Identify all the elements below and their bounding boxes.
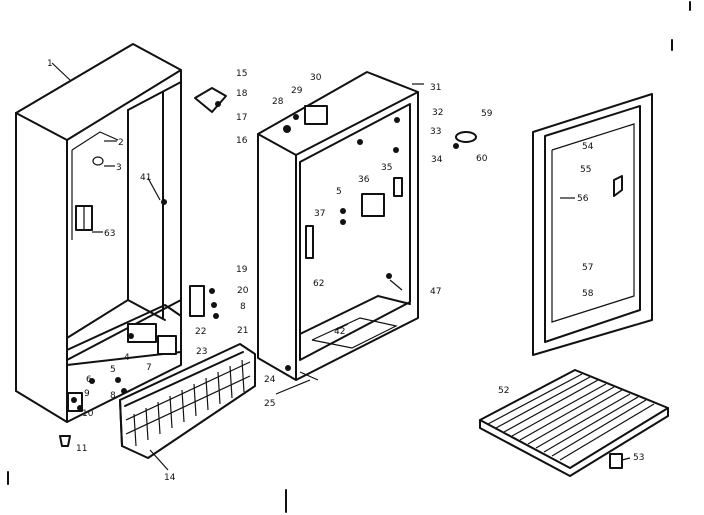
- callout-1: 1: [47, 59, 53, 69]
- callout-52: 52: [498, 386, 509, 396]
- callout-62: 62: [313, 279, 324, 289]
- callout-32: 32: [432, 108, 443, 118]
- callout-19: 19: [236, 265, 248, 275]
- callout-42: 42: [334, 327, 345, 337]
- callout-25: 25: [264, 399, 275, 409]
- callout-15: 15: [236, 69, 247, 79]
- callout-53: 53: [633, 453, 644, 463]
- callout-58: 58: [582, 289, 594, 299]
- callout-21: 21: [237, 326, 248, 336]
- door-panel-gasket: [532, 93, 653, 356]
- callout-22: 22: [195, 327, 206, 337]
- callout-37: 37: [314, 209, 325, 219]
- callout-14: 14: [164, 473, 176, 483]
- callout-5: 5: [110, 365, 116, 375]
- callout-2: 2: [118, 138, 124, 148]
- callout-4: 4: [124, 353, 130, 363]
- callout-labels: 1 2 3 41 63 15 18 17 16 19 20 8 21 22 23…: [47, 59, 644, 483]
- callout-11: 11: [76, 444, 87, 454]
- callout-34: 34: [431, 155, 443, 165]
- callout-10: 10: [82, 409, 94, 419]
- margin-marks: [7, 1, 691, 513]
- callout-8: 8: [110, 391, 116, 401]
- callout-33: 33: [430, 127, 441, 137]
- callout-7: 7: [146, 363, 152, 373]
- callout-30: 30: [310, 73, 322, 83]
- callout-36: 36: [358, 175, 370, 185]
- callout-3: 3: [116, 163, 122, 173]
- callout-56: 56: [577, 194, 589, 204]
- wire-shelf: [479, 369, 669, 477]
- callout-24: 24: [264, 375, 276, 385]
- callout-54: 54: [582, 142, 594, 152]
- callout-17: 17: [236, 113, 247, 123]
- callout-6: 6: [86, 375, 92, 385]
- callout-59: 59: [481, 109, 493, 119]
- callout-20: 20: [237, 286, 249, 296]
- callout-41: 41: [140, 173, 151, 183]
- callout-31: 31: [430, 83, 441, 93]
- callout-28: 28: [272, 97, 284, 107]
- callout-57: 57: [582, 263, 593, 273]
- callout-60: 60: [476, 154, 488, 164]
- callout-23: 23: [196, 347, 207, 357]
- callout-29: 29: [291, 86, 303, 96]
- callout-35: 35: [381, 163, 392, 173]
- grille-part-14: [119, 343, 256, 471]
- callout-8-right: 8: [240, 302, 246, 312]
- callout-16: 16: [236, 136, 248, 146]
- callout-47: 47: [430, 287, 441, 297]
- cabinet-liner: [257, 71, 477, 395]
- callout-5-center: 5: [336, 187, 342, 197]
- cabinet-outer-shell: [15, 43, 227, 447]
- callout-9: 9: [84, 389, 90, 399]
- callout-63: 63: [104, 229, 115, 239]
- callout-55: 55: [580, 165, 591, 175]
- callout-18: 18: [236, 89, 248, 99]
